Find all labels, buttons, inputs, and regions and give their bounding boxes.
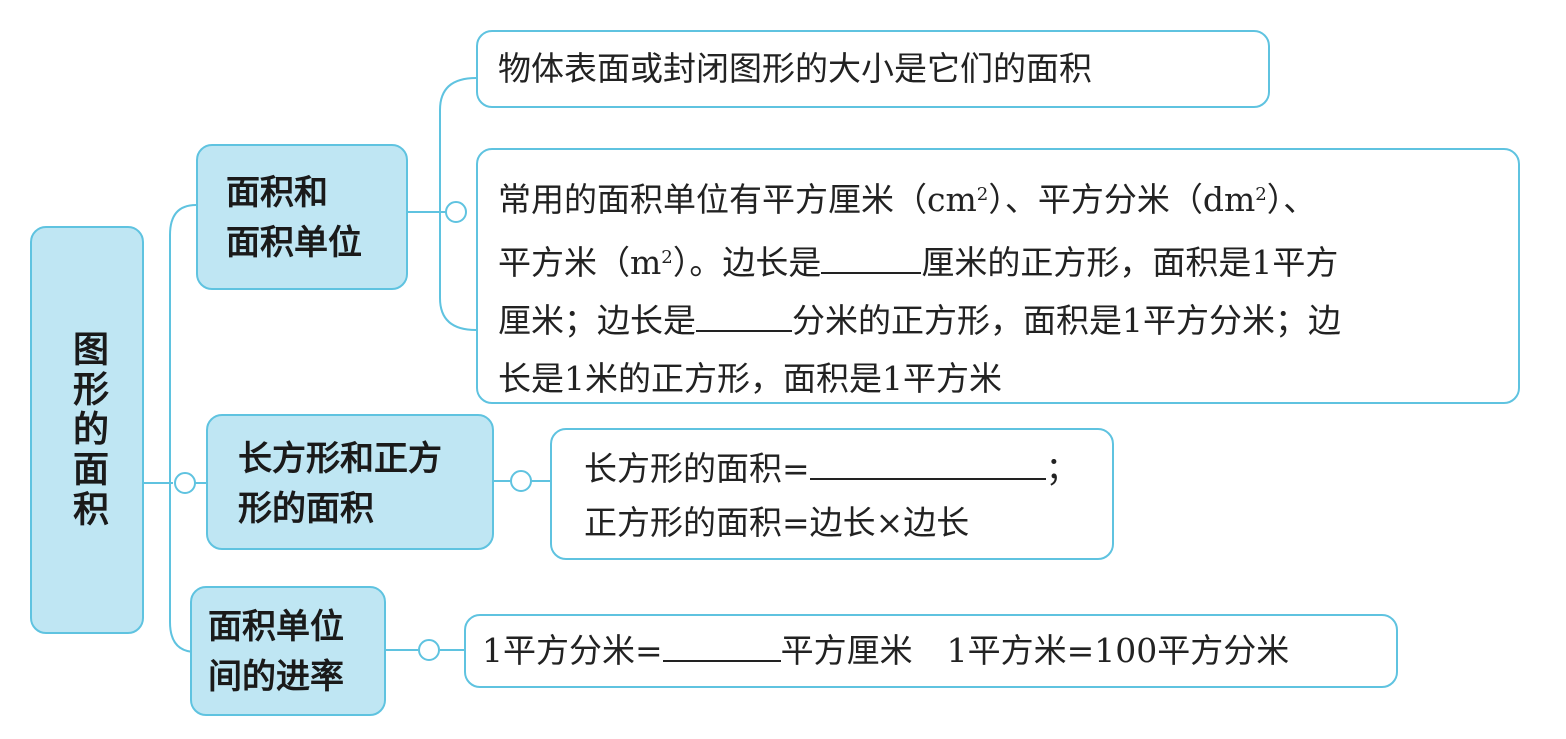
common-units-line4: 长是1米的正方形，面积是1平方米 <box>498 358 1002 398</box>
branch-unit-conversion: 面积单位 间的进率 <box>190 586 386 716</box>
branch-area-and-units: 面积和 面积单位 <box>196 144 408 290</box>
leaf-area-formulas: 长方形的面积=； 正方形的面积=边长×边长 <box>550 428 1114 560</box>
answer-blank-dm2-to-cm2[interactable] <box>662 630 781 662</box>
leaf-common-units: 常用的面积单位有平方厘米（cm2）、平方分米（dm2）、 平方米（m2）。边长是… <box>476 148 1520 404</box>
common-units-line3: 厘米；边长是分米的正方形，面积是1平方分米；边 <box>498 300 1341 340</box>
branch-area-and-units-line1: 面积和 <box>226 173 328 213</box>
root-label: 图形的面积 <box>67 330 108 530</box>
common-units-line1: 常用的面积单位有平方厘米（cm2）、平方分米（dm2）、 <box>498 179 1317 219</box>
branch-unit-conversion-line1: 面积单位 <box>208 607 344 647</box>
branch-rect-square-area-line1: 长方形和正方 <box>238 439 442 479</box>
branch-rect-square-area-line2: 形的面积 <box>238 489 374 529</box>
branch-unit-conversion-line2: 间的进率 <box>208 657 344 697</box>
answer-blank-rect-area[interactable] <box>809 448 1046 480</box>
root-node: 图形的面积 <box>30 226 144 634</box>
rect-area-formula: 长方形的面积=； <box>584 448 1079 488</box>
root-junction-dot <box>174 472 196 494</box>
branch-rect-square-area: 长方形和正方 形的面积 <box>206 414 494 550</box>
leaf-area-definition-text: 物体表面或封闭图形的大小是它们的面积 <box>498 49 1092 88</box>
answer-blank-cm-side[interactable] <box>821 242 922 274</box>
branch-area-and-units-line2: 面积单位 <box>226 223 362 263</box>
branch2-junction-dot <box>510 470 532 492</box>
common-units-line2: 平方米（m2）。边长是厘米的正方形，面积是1平方 <box>498 242 1339 282</box>
square-area-formula: 正方形的面积=边长×边长 <box>584 503 970 542</box>
answer-blank-dm-side[interactable] <box>696 300 792 332</box>
branch1-junction-dot <box>445 201 467 223</box>
leaf-area-definition: 物体表面或封闭图形的大小是它们的面积 <box>476 30 1270 108</box>
branch3-junction-dot <box>418 639 440 661</box>
